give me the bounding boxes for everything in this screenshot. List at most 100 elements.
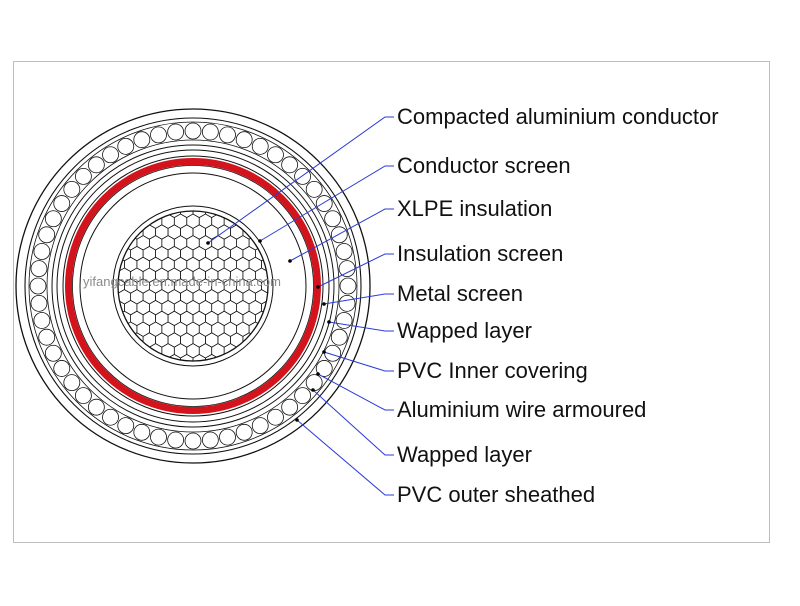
armour-wire <box>281 398 299 416</box>
armour-wire <box>150 428 167 446</box>
conductor-strand <box>205 353 219 361</box>
compacted-conductor-outline <box>117 210 269 362</box>
armour-wire <box>251 137 269 155</box>
armour-wire <box>305 374 323 392</box>
armour-wire <box>305 180 323 198</box>
armour-wire <box>167 123 185 141</box>
leader-line-insulation-screen <box>317 253 394 288</box>
armour-wire <box>184 122 202 140</box>
armour-wire <box>281 156 299 174</box>
xlpe-insulation-ring <box>79 172 307 400</box>
leader-anchor-xlpe-insulation <box>288 259 292 263</box>
figure-frame <box>13 61 770 543</box>
leader-line-pvc-inner-covering <box>323 351 394 372</box>
armour-wire <box>335 312 353 329</box>
armour-wire <box>38 226 56 244</box>
leader-line-conductor-screen <box>259 165 394 242</box>
leader-anchor-metal-screen <box>322 302 326 306</box>
armour-wire <box>63 180 81 198</box>
armour-wire <box>30 260 48 278</box>
label-compacted-aluminium-conductor: Compacted aluminium conductor <box>397 104 719 129</box>
aluminium-armour-wires <box>29 122 357 450</box>
armour-wire <box>133 423 151 441</box>
watermark-text: yifangcable.en.made-in-china.com <box>83 274 281 289</box>
leader-anchor-conductor-screen <box>258 239 262 243</box>
armour-wire <box>324 210 342 228</box>
armour-wire <box>251 417 269 435</box>
armour-wire <box>167 431 185 449</box>
leader-anchor-aluminium-wire-armoured <box>316 372 320 376</box>
armour-wire <box>338 294 356 312</box>
armour-wire <box>294 387 312 405</box>
leader-line-xlpe-insulation <box>289 208 394 262</box>
label-pvc-inner-covering: PVC Inner covering <box>397 358 588 383</box>
armour-wire <box>330 226 348 244</box>
armour-wire <box>201 123 219 141</box>
leader-anchor-compacted-aluminium-conductor <box>206 241 210 245</box>
leader-line-pvc-outer-sheathed <box>296 419 394 496</box>
armour-wire <box>44 344 62 362</box>
armour-wire <box>294 167 312 185</box>
armour-wire <box>133 131 151 149</box>
leader-anchor-wapped-layer-outer <box>311 388 315 392</box>
armour-wire <box>267 408 284 426</box>
leader-lines <box>206 116 394 496</box>
leader-anchor-insulation-screen <box>316 285 320 289</box>
armour-wire <box>219 126 236 144</box>
armour-wire <box>102 146 119 164</box>
armour-wire <box>38 328 56 346</box>
armour-wire <box>30 294 48 312</box>
armour-wire <box>338 260 356 278</box>
leader-anchor-pvc-outer-sheathed <box>295 418 299 422</box>
armour-wire <box>339 277 357 295</box>
insulation-screen-inner-edge <box>72 165 314 407</box>
armour-wire <box>184 432 202 450</box>
armour-wire <box>235 423 253 441</box>
armour-wire <box>87 156 105 174</box>
label-pvc-outer-sheathed: PVC outer sheathed <box>397 482 595 507</box>
label-wapped-layer-outer: Wapped layer <box>397 442 532 467</box>
armour-wire <box>87 398 105 416</box>
armour-wire <box>315 195 333 212</box>
armour-wire <box>63 374 81 392</box>
metal-screen-ring <box>62 155 324 417</box>
label-metal-screen: Metal screen <box>397 281 523 306</box>
armour-wire <box>201 431 219 449</box>
armour-wire <box>44 210 62 228</box>
armour-outer-ring <box>28 121 358 451</box>
outer-wrapped-layer-ring <box>24 117 362 455</box>
leader-line-wapped-layer-inner <box>328 321 394 332</box>
armour-wire <box>117 137 135 155</box>
label-insulation-screen: Insulation screen <box>397 241 563 266</box>
label-conductor-screen: Conductor screen <box>397 153 571 178</box>
label-wapped-layer-inner: Wapped layer <box>397 318 532 343</box>
conductor-strand <box>267 289 268 305</box>
leader-line-compacted-aluminium-conductor <box>207 116 394 244</box>
armour-wire <box>219 428 236 446</box>
conductor-screen-ring <box>112 205 274 367</box>
armour-wire <box>29 277 47 295</box>
armour-wire <box>267 146 284 164</box>
armour-wire <box>53 360 71 377</box>
inner-wrapped-layer-ring <box>56 149 330 423</box>
label-aluminium-wire-armoured: Aluminium wire armoured <box>397 397 646 422</box>
armour-inner-ring <box>46 139 340 433</box>
armour-wire <box>117 417 135 435</box>
armour-wire <box>75 387 92 405</box>
leader-line-metal-screen <box>323 293 394 305</box>
armour-wire <box>53 195 71 212</box>
leader-line-wapped-layer-outer <box>312 389 394 456</box>
cable-cross-section: yifangcable.en.made-in-china.com <box>15 108 371 464</box>
pvc-inner-covering-ring <box>51 144 335 428</box>
armour-wire <box>33 243 51 260</box>
armour-wire <box>315 360 333 377</box>
armour-wire <box>335 243 353 260</box>
conductor-strand <box>167 353 181 361</box>
armour-wire <box>150 126 167 144</box>
conductor-strand <box>118 289 119 305</box>
armour-wire <box>330 328 348 346</box>
leader-line-aluminium-wire-armoured <box>317 373 394 411</box>
